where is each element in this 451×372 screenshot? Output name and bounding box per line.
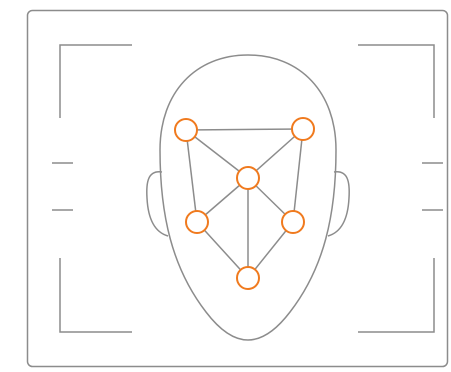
bracket-top-right: [358, 45, 434, 118]
landmark-left-eye: [175, 119, 197, 141]
bracket-bottom-right: [358, 258, 434, 332]
landmark-chin: [237, 267, 259, 289]
bracket-bottom-left: [60, 258, 132, 332]
landmark-right-eye: [292, 118, 314, 140]
landmark-nose-bridge: [237, 167, 259, 189]
right-ear: [328, 172, 349, 236]
landmark-mesh: [186, 129, 303, 278]
left-ear: [147, 172, 168, 236]
landmark-left-cheek: [186, 211, 208, 233]
landmark-right-cheek: [282, 211, 304, 233]
outer-frame: [28, 11, 448, 367]
bracket-top-left: [60, 45, 132, 118]
landmark-points: [175, 118, 314, 289]
